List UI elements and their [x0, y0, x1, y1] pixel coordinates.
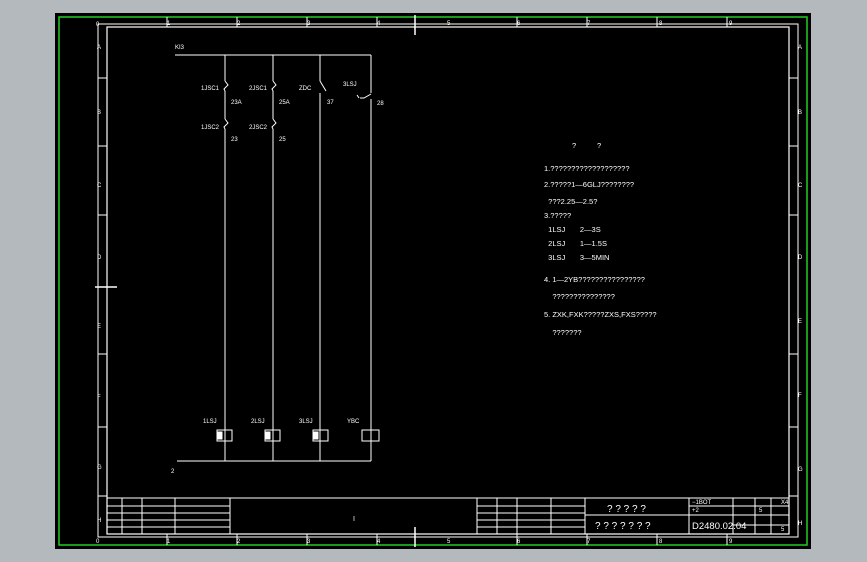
contact-num: 28 — [377, 101, 384, 107]
col-label-top: 4 — [377, 21, 381, 27]
coil-ybc — [361, 429, 380, 442]
drawing-title-top: ? ? ? ? ? — [607, 504, 646, 515]
technical-notes: ? ? 1.??????????????????? 2.?????1—6GLJ?… — [544, 141, 657, 337]
coil-label: YBC — [347, 419, 360, 425]
note-line: 2.?????1—6GLJ???????? — [544, 180, 634, 189]
col-label-bottom: 1 — [167, 539, 171, 545]
contact-1jsc1 — [223, 80, 229, 92]
row-label-left: E — [97, 324, 101, 330]
note-line: 1LSJ 2—3S — [544, 225, 601, 234]
title-block — [107, 497, 789, 534]
row-label-right: E — [798, 319, 802, 325]
row-label-right: H — [798, 521, 802, 527]
row-label-left: H — [97, 518, 101, 524]
coil-label: 2LSJ — [251, 419, 265, 425]
row-label-left: B — [97, 110, 101, 116]
row-label-left: D — [97, 255, 102, 261]
contact-2jsc2 — [271, 118, 277, 130]
contact-tag: 2JSC2 — [249, 125, 268, 131]
note-line: 1.??????????????????? — [544, 164, 630, 173]
contact-tag: 1JSC1 — [201, 86, 220, 92]
row-label-left: C — [97, 183, 102, 189]
contact-num: 25A — [279, 100, 290, 106]
contact-tag: 3LSJ — [343, 82, 357, 88]
col-label-bottom: 7 — [587, 539, 591, 545]
cell-1: −1BOT — [692, 500, 712, 506]
note-line: ??????????????? — [544, 292, 615, 301]
contact-num: 37 — [327, 100, 334, 106]
contact-tag: 2JSC1 — [249, 86, 268, 92]
row-label-right: B — [798, 110, 802, 116]
contact-tag: ZDC — [299, 86, 312, 92]
col-label-top: 5 — [447, 21, 451, 27]
contact-tag: 1JSC2 — [201, 125, 220, 131]
col-label-bottom: 4 — [377, 539, 381, 545]
row-label-right: D — [798, 255, 803, 261]
col-label-bottom: 6 — [517, 539, 521, 545]
col-label-top: 1 — [167, 21, 171, 27]
note-line: 3.????? — [544, 211, 571, 220]
contact-zdc — [319, 80, 327, 92]
row-label-right: C — [798, 183, 803, 189]
zone-frame — [97, 23, 799, 538]
coil-marker — [264, 431, 271, 440]
wire-label-top: KI3 — [175, 45, 185, 51]
col-label-bottom: 2 — [237, 539, 241, 545]
coil-label: 1LSJ — [203, 419, 217, 425]
col-label-top: 2 — [237, 21, 241, 27]
contact-num: 25 — [279, 137, 286, 143]
col-label-top: 9 — [729, 21, 733, 27]
col-label-top: 6 — [517, 21, 521, 27]
note-line: 4. 1—2YB???????????????? — [544, 275, 645, 284]
circuit — [175, 54, 380, 462]
row-label-left: A — [97, 45, 101, 51]
column-labels: 0 1 2 3 4 5 6 7 8 9 0 1 2 3 4 5 6 7 8 9 — [96, 21, 733, 545]
drawing-sheet: 0 1 2 3 4 5 6 7 8 9 0 1 2 3 4 5 6 7 8 9 … — [55, 13, 811, 549]
scale-value: X4 — [781, 500, 789, 506]
contact-1jsc2 — [223, 118, 229, 130]
coil-marker — [216, 431, 223, 440]
contact-num: 23 — [231, 137, 238, 143]
sheet-a: 5 — [759, 508, 763, 514]
col-label-top: 3 — [307, 21, 311, 27]
col-label-bottom: 3 — [307, 539, 311, 545]
note-line: 2LSJ 1—1.5S — [544, 239, 607, 248]
row-label-left: F — [97, 395, 101, 401]
wire-label-bottom: 2 — [171, 469, 175, 475]
col-label-top: 7 — [587, 21, 591, 27]
col-label-top: 8 — [659, 21, 663, 27]
row-label-right: A — [798, 45, 802, 51]
contact-2jsc1 — [271, 80, 277, 92]
column-ticks — [166, 17, 728, 545]
outer-frame — [58, 16, 808, 546]
note-line: 5. ZXK,FXK?????ZXS,FXS????? — [544, 310, 657, 319]
col-label-top: 0 — [96, 22, 100, 28]
schematic-canvas: 0 1 2 3 4 5 6 7 8 9 0 1 2 3 4 5 6 7 8 9 … — [58, 15, 808, 547]
row-label-right: F — [798, 393, 802, 399]
note-line: 3LSJ 3—5MIN — [544, 253, 609, 262]
left-mark: I — [353, 516, 355, 523]
col-label-bottom: 5 — [447, 539, 451, 545]
drawing-title-bottom: ? ? ? ? ? ? ? — [595, 521, 651, 532]
circuit-labels: KI3 2 1JSC1 23A 2JSC1 25A ZDC 37 3LSJ 28… — [171, 45, 384, 475]
contact-3lsj — [356, 93, 372, 99]
col-label-bottom: 8 — [659, 539, 663, 545]
title-block-text: I ? ? ? ? ? ? ? ? ? ? ? ? −1BOT +2 D2480… — [353, 500, 789, 533]
row-ticks — [98, 77, 798, 497]
coil-label: 3LSJ — [299, 419, 313, 425]
note-line: ???2.25—2.5? — [544, 197, 597, 206]
contact-num: 23A — [231, 100, 242, 106]
cell-2: +2 — [692, 508, 700, 514]
notes-heading: ? ? — [572, 141, 601, 150]
col-label-bottom: 9 — [729, 539, 733, 545]
row-labels: A B C D E F G H A B C D E F G H — [97, 45, 803, 527]
drawing-number: D2480.02.04 — [692, 521, 746, 532]
col-label-bottom: 0 — [96, 539, 100, 545]
sheet-b: 5 — [781, 527, 785, 533]
note-line: ??????? — [544, 328, 582, 337]
drawing-frame — [106, 26, 790, 535]
row-label-left: G — [97, 465, 102, 471]
row-label-right: G — [798, 467, 803, 473]
coil-marker — [312, 431, 319, 440]
